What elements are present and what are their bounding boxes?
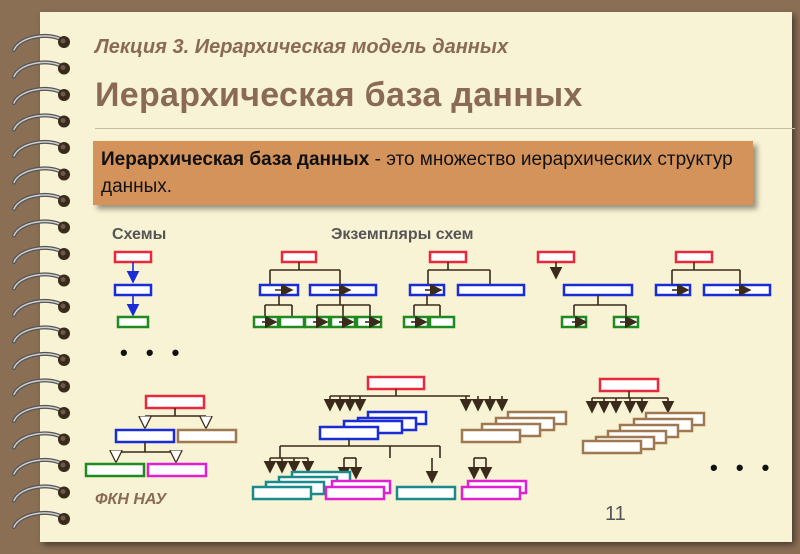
spiral-ring-icon [12,113,70,132]
tree-node [113,283,153,297]
tree-node [562,283,634,297]
tree-node [536,250,576,264]
tree-node [280,250,318,264]
ellipsis-right: • • • [710,455,776,480]
spiral-ring-icon [12,351,70,370]
tree-node [428,250,468,264]
spiral-ring-icon [12,298,70,317]
spiral-ring-icon [12,139,70,158]
definition-term: Иерархическая база данных [101,149,370,170]
spiral-ring-icon [12,404,70,423]
spiral-ring-icon [12,457,70,476]
page-number: 11 [605,503,626,525]
spiral-ring-icon [12,484,70,503]
spiral-ring-icon [12,86,70,105]
definition-rest: - это множество иерархических структур д… [101,149,733,197]
instances-label: Экземпляры схем [331,226,474,243]
tree-node [674,250,714,264]
tree-node [113,250,153,264]
tree-node [84,462,146,478]
definition-text: Иерархическая база данных - это множеств… [101,146,741,200]
title-divider [95,128,795,129]
definition-box [93,141,753,205]
tree-node [176,428,238,444]
tree-node [428,315,456,329]
slide-page [40,12,792,542]
tree-node [116,315,150,329]
tree-node [581,439,643,455]
spiral-ring-icon [12,219,70,238]
ellipsis-left: • • • [120,340,186,365]
tree-node [251,485,313,501]
tree-node [146,462,208,478]
tree-node [460,485,522,501]
spiral-ring-icon [12,166,70,185]
spiral-ring-icon [12,192,70,211]
spiral-ring-icon [12,60,70,79]
tree-node [456,283,526,297]
footer-label: ФКН НАУ [95,491,167,508]
tree-node [598,377,660,393]
tree-node [324,485,386,501]
spiral-ring-icon [12,245,70,264]
tree-node [278,315,306,329]
tree-node [114,428,176,444]
spiral-ring-icon [12,378,70,397]
spiral-ring-icon [12,325,70,344]
spiral-ring-icon [12,431,70,450]
page-title: Иерархическая база данных [95,76,583,114]
spiral-binding-icon [12,33,70,529]
spiral-ring-icon [12,272,70,291]
tree-node [395,485,457,501]
lecture-title: Лекция 3. Иерархическая модель данных [95,36,509,58]
tree-node [366,375,426,391]
spiral-ring-icon [12,33,70,52]
tree-node [318,425,380,441]
tree-node [460,428,522,444]
tree-node [144,394,206,410]
spiral-ring-icon [12,510,70,529]
schemas-label: Схемы [112,226,167,243]
